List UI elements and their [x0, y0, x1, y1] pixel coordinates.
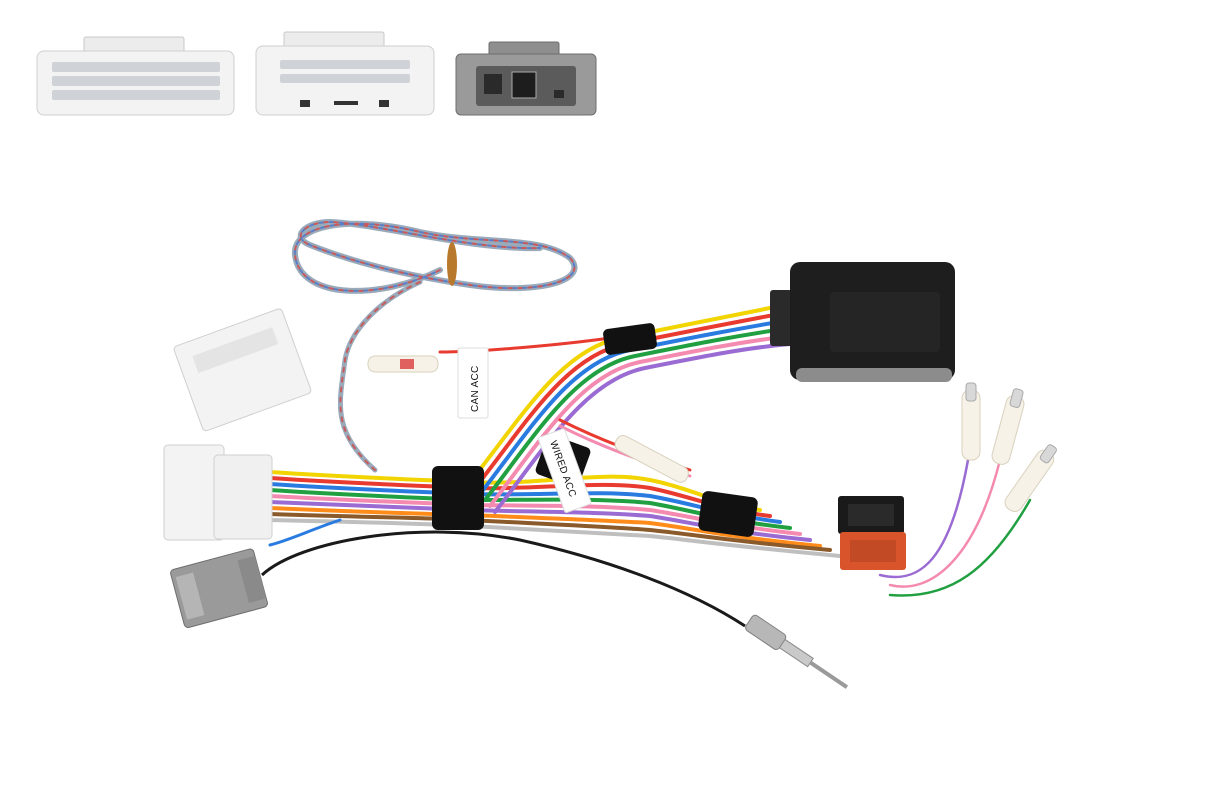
iso-connector-red — [840, 532, 906, 570]
connector-face-white-large — [36, 36, 235, 116]
connector-face-white-medium — [255, 31, 435, 116]
connector-pins-medium — [280, 60, 410, 83]
can-acc-label: CAN ACC — [470, 365, 481, 412]
can-acc-tag: CAN ACC — [457, 347, 489, 419]
twisted-can-cable — [291, 218, 578, 473]
white-connector-main — [163, 444, 273, 541]
white-connector-top — [173, 308, 312, 432]
connector-face-grey — [455, 41, 597, 116]
bullet-terminal-3 — [1004, 444, 1057, 513]
connector-pins-large — [52, 62, 220, 100]
interface-module — [770, 262, 955, 382]
antenna-cable — [260, 530, 746, 628]
wired-acc-terminal — [614, 435, 689, 483]
bullet-terminal-1 — [961, 382, 981, 461]
can-acc-terminal — [367, 355, 439, 373]
bullet-wires — [878, 458, 1032, 597]
grey-plug — [170, 548, 268, 628]
bullet-terminal-2 — [991, 388, 1025, 465]
antenna-plug — [745, 614, 849, 689]
iso-connector-black — [838, 496, 904, 534]
